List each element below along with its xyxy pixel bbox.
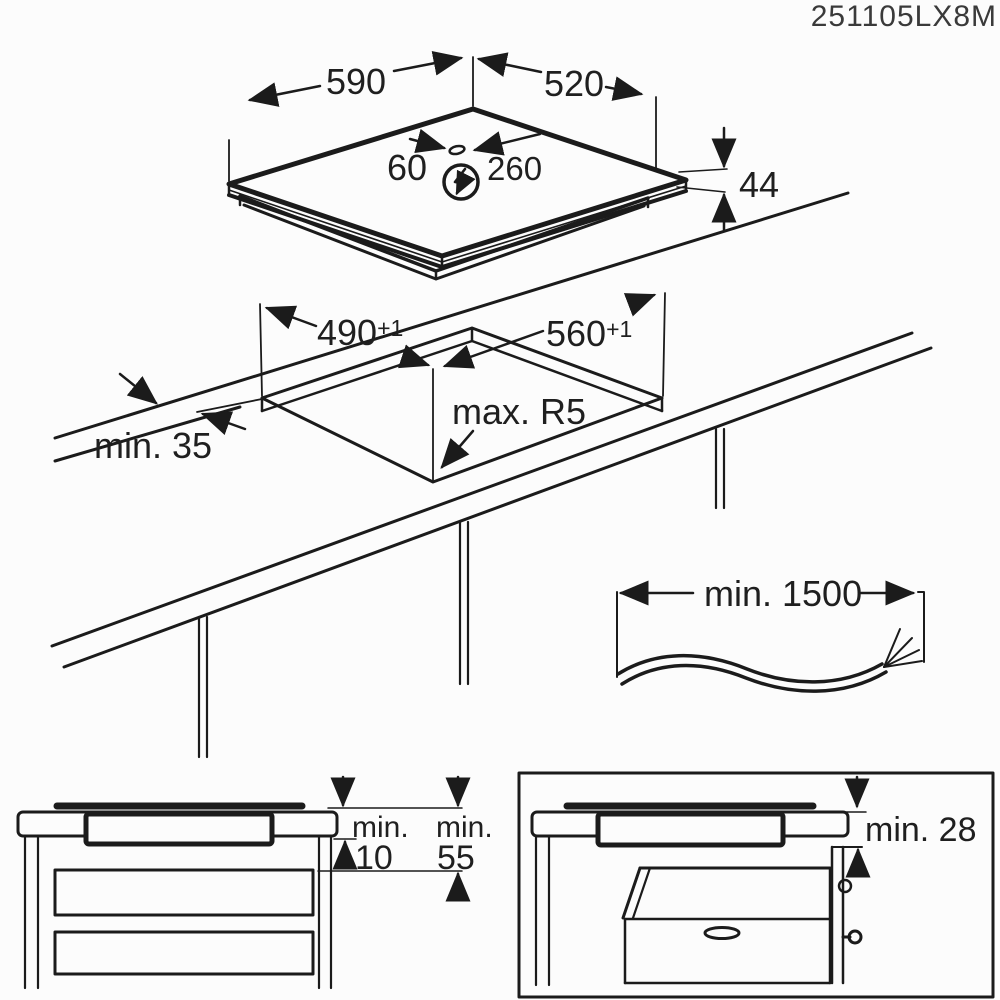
cabinet-legs (23, 834, 333, 990)
model-number: 251105LX8M (810, 0, 997, 33)
dim-560-label: 560+1 (546, 316, 632, 352)
hob-clearance-prefix: min. (352, 811, 409, 844)
drawer-clearance-prefix: min. (436, 811, 493, 844)
oven-bevel-inner (631, 866, 652, 920)
dim-520-arrow-left (476, 52, 543, 77)
hob-body-section-2 (595, 811, 786, 848)
dim-490-tolerance: +1 (377, 315, 404, 341)
front-clearance-label: min. 35 (94, 425, 213, 466)
dim-60-arrow (408, 128, 447, 154)
cable-frayed-wires (883, 628, 923, 668)
hob-clearance-value: 10 (355, 839, 393, 877)
oven-vent-slot (703, 926, 741, 940)
dim-490-arrow-inner (397, 344, 431, 369)
cable-strand-bottom (620, 663, 888, 693)
dim-260-arrow (472, 131, 542, 156)
dim-44-label: 44 (739, 164, 780, 205)
oven-bevel-outer (621, 866, 642, 920)
dim-35-arrow-inner (200, 411, 247, 436)
cabinet-legs-2 (534, 834, 551, 987)
cable-strand-top (616, 654, 884, 684)
oven-install-view (517, 771, 995, 999)
counter-band-top-line (50, 331, 914, 648)
corner-radius-arrow (440, 429, 475, 469)
drawer-front-upper (53, 868, 315, 917)
corner-radius-label: max. R5 (452, 391, 587, 432)
drawer-clearance-value: 55 (437, 839, 475, 877)
dim-590-arrow-left (247, 82, 322, 107)
hob-body-section (83, 811, 275, 847)
power-connection-circle-icon (442, 163, 480, 201)
oven-door-hinge (837, 878, 853, 894)
dim-520-label: 520 (544, 63, 605, 104)
lightning-bolt-icon (453, 167, 476, 196)
drawer-install-view (16, 775, 471, 990)
dim-260-label: 260 (487, 150, 543, 187)
dim-490-arrow-outer (264, 305, 318, 330)
dim-490-extension (259, 303, 263, 397)
mains-cable-view (616, 580, 925, 693)
dim-44-extension-bottom (676, 186, 726, 193)
dim-590-arrow-right (392, 50, 464, 76)
cable-length-label: min. 1500 (704, 573, 863, 614)
dim-490-label: 490+1 (317, 315, 403, 351)
dim-60-label: 60 (387, 147, 428, 188)
drawer-front-lower (53, 930, 315, 976)
worktop-cutout-view (50, 292, 933, 759)
dim-35-extension (196, 398, 263, 413)
dim-44-extension-top (678, 168, 728, 173)
worktop-top-edge-line (53, 191, 850, 440)
oven-door-knob (847, 929, 863, 945)
dim-560-arrow-outer (623, 293, 657, 317)
counter-band-bottom-line (62, 346, 933, 669)
oven-clearance-label: min. 28 (865, 811, 977, 849)
dim-35-arrow-outer (118, 372, 158, 405)
dim-520-arrow-right (604, 76, 644, 101)
dim-490-value: 490 (317, 312, 378, 353)
cabinet-side-panels (197, 427, 726, 759)
dim-560-arrow-inner (442, 329, 545, 369)
oven-view-frame (517, 771, 995, 999)
dim-560-tolerance: +1 (606, 316, 633, 342)
cable-dim-bracket-right (917, 591, 925, 663)
dim-590-label: 590 (326, 61, 387, 102)
dim-560-extension (662, 292, 666, 397)
cable-entry-hole (448, 144, 466, 156)
dim-560-value: 560 (546, 313, 607, 354)
